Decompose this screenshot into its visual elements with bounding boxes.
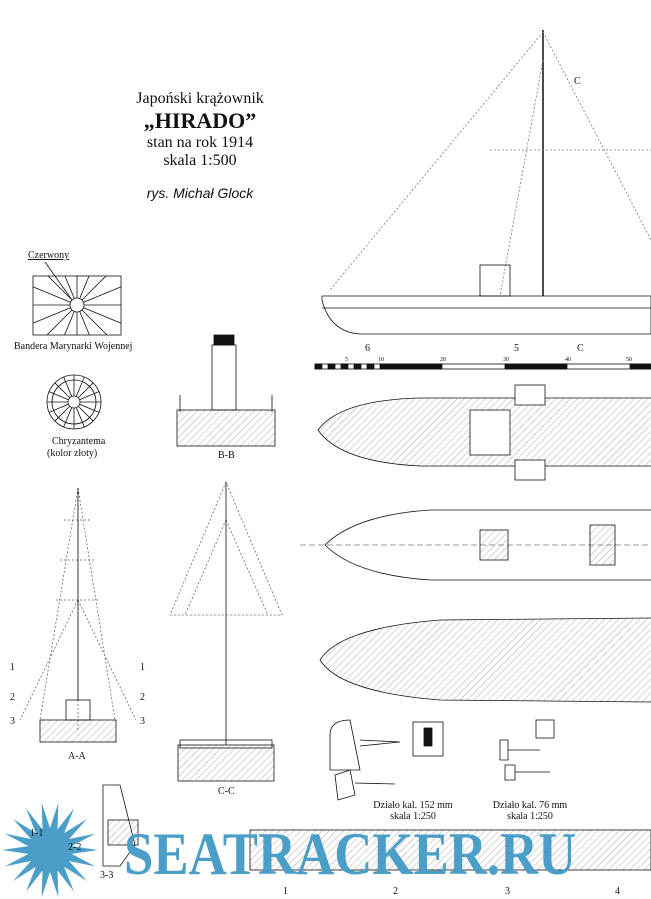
- flag-caption: Bandera Marynarki Wojennej: [14, 341, 133, 352]
- scale-block: [379, 363, 443, 370]
- frame-3: 3: [505, 886, 510, 897]
- marker-right-2: 2: [140, 692, 145, 703]
- gun-76-caption: Działo kal. 76 mm: [492, 800, 568, 811]
- petal-line: [54, 382, 71, 399]
- scale-block: [314, 363, 323, 370]
- gun-76mm-drawing: [499, 719, 555, 781]
- petal-line: [77, 405, 94, 422]
- side-profile-drawing: [321, 30, 651, 335]
- label-section-cc: C-C: [218, 786, 235, 797]
- petal-line: [75, 407, 85, 428]
- label-section-33: 3-3: [100, 870, 114, 881]
- marker-c: C: [577, 343, 584, 354]
- flag-ray: [76, 276, 107, 306]
- scale-block: [629, 363, 651, 370]
- scale-block: [366, 363, 375, 370]
- section-aa-hull: [39, 488, 117, 743]
- marker-right-3: 3: [140, 716, 145, 727]
- scale-block: [353, 363, 362, 370]
- sun-rays: [2, 802, 98, 898]
- title-line: Japoński krążownik: [136, 90, 264, 107]
- scale-block: [340, 363, 349, 370]
- scale-block: [327, 363, 336, 370]
- lower-deck-plan-drawing: [300, 509, 651, 581]
- label-section-11: 1-1: [30, 828, 44, 839]
- gun-152-scale: skala 1:250: [390, 811, 436, 822]
- frame-1: 1: [283, 886, 288, 897]
- petal-line: [48, 403, 69, 413]
- petal-line: [48, 391, 69, 401]
- scale-tick-10: 10: [378, 357, 384, 363]
- scale-bar: [314, 363, 651, 370]
- flag-ray: [47, 276, 78, 306]
- section-bb-drawing: [176, 334, 276, 447]
- marker-6: 6: [365, 343, 370, 354]
- petal-line: [77, 382, 94, 399]
- petal-line: [75, 376, 85, 397]
- petal-line: [63, 376, 73, 397]
- label-section-aa: A-A: [68, 751, 86, 762]
- gun-76-scale: skala 1:250: [507, 811, 553, 822]
- flag-ray: [46, 304, 78, 335]
- title-block: Japoński krążownik „HIRADO” stan na rok …: [120, 90, 280, 202]
- gun-152mm-drawing: [329, 719, 444, 801]
- scale-tick-5: 5: [345, 357, 348, 363]
- frame-sections-strip: [249, 829, 651, 871]
- ship-name: „HIRADO”: [143, 108, 257, 133]
- scale-text: skala 1:500: [163, 152, 237, 169]
- label-section-22: 2-2: [68, 842, 82, 853]
- scale-tick-30: 30: [503, 357, 509, 363]
- flag-color-label: Czerwony: [28, 250, 70, 261]
- watermark-sun-logo: [2, 802, 98, 898]
- section-cc-drawing: [169, 480, 283, 782]
- petal-line: [63, 407, 73, 428]
- state-year: stan na rok 1914: [146, 134, 254, 151]
- scale-tick-50: 50: [626, 357, 632, 363]
- flag-ray: [33, 286, 78, 306]
- watermark-text: SEATRACKER.RU: [124, 821, 577, 887]
- hull-bottom-view: [319, 617, 651, 703]
- scale-tick-40: 40: [565, 357, 571, 363]
- frame-4: 4: [615, 886, 620, 897]
- marker-right-1: 1: [140, 662, 145, 673]
- flag-ray: [64, 304, 78, 335]
- naval-ensign-flag: [32, 261, 122, 336]
- flag-ray: [76, 304, 108, 335]
- marker-left-3: 3: [10, 716, 15, 727]
- flag-ray: [76, 304, 90, 335]
- flag-ray: [76, 276, 90, 306]
- chrysanthemum-emblem: [46, 374, 102, 430]
- author: rys. Michał Glock: [146, 185, 254, 201]
- flag-ray: [76, 304, 121, 324]
- petal-line: [54, 405, 71, 422]
- label-section-bb: B-B: [218, 450, 235, 461]
- marker-left-2: 2: [10, 692, 15, 703]
- petal-line: [79, 391, 100, 401]
- emblem-caption-1: Chryzantema: [52, 436, 106, 447]
- flag-ray: [33, 304, 78, 324]
- deck-plan-drawing: [317, 384, 651, 481]
- gun-152-caption: Działo kal. 152 mm: [373, 800, 453, 811]
- scale-block: [504, 363, 568, 370]
- frame-2: 2: [393, 886, 398, 897]
- emblem-caption-2: (kolor złoty): [47, 448, 98, 459]
- marker-left-1: 1: [10, 662, 15, 673]
- section-33-drawing: [102, 784, 139, 867]
- flag-ray: [64, 276, 78, 306]
- petal-line: [79, 403, 100, 413]
- marker-5: 5: [514, 343, 519, 354]
- marker-c-top: C: [574, 76, 581, 87]
- scale-tick-20: 20: [440, 357, 446, 363]
- flag-ray: [76, 286, 121, 306]
